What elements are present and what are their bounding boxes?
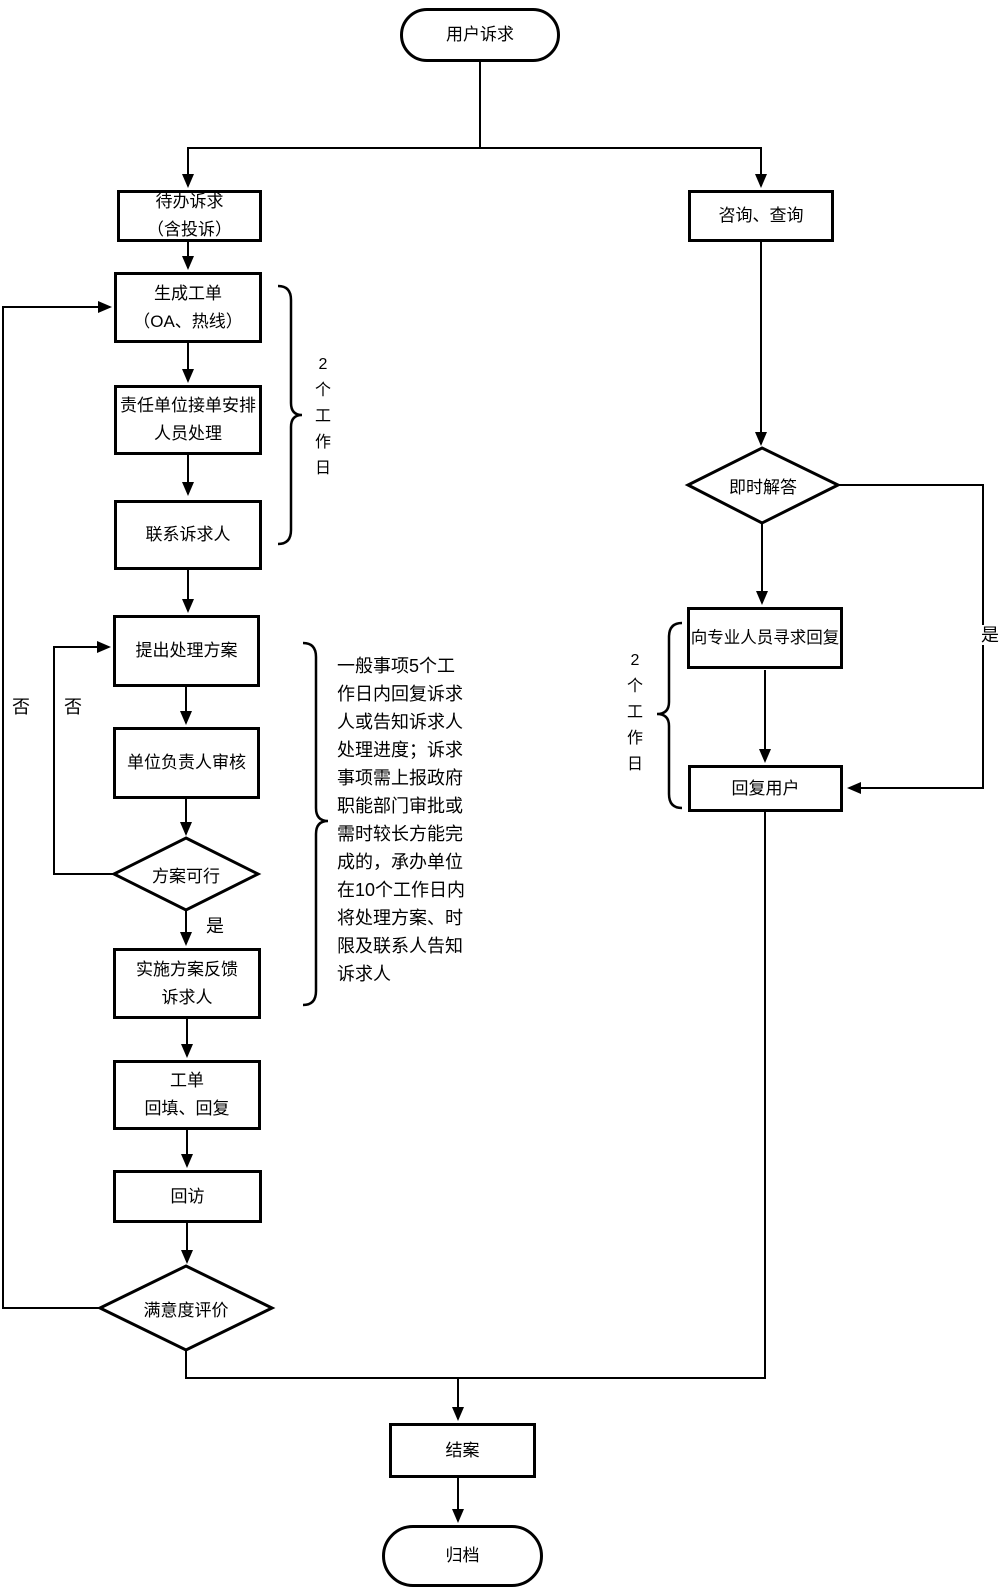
- node-seek-professional-reply: 向专业人员寻求回复: [687, 607, 843, 669]
- node-contact-requester: 联系诉求人: [114, 500, 262, 570]
- node-plan-feasible-label: 方案可行: [152, 866, 220, 886]
- brace-label-left-workdays: 2 个 工 作 日: [314, 356, 331, 477]
- plan-feasible-diamond-shape: [110, 836, 262, 912]
- edge-instant-yes: [838, 484, 984, 794]
- node-follow-up-visit: 回访: [113, 1170, 262, 1223]
- node-implement-feedback: 实施方案反馈 诉求人: [113, 948, 261, 1019]
- brace-right-workdays: [656, 621, 683, 810]
- node-assign-staff: 责任单位接单安排 人员处理: [114, 385, 262, 455]
- node-create-ticket: 生成工单 （OA、热线）: [114, 272, 262, 343]
- edge-satisfaction-no-loop: [2, 301, 112, 1309]
- node-satisfaction-review-label: 满意度评价: [143, 1300, 229, 1320]
- node-archive: 归档: [382, 1525, 543, 1587]
- brace-label-right-workdays: 2 个 工 作 日: [626, 652, 643, 773]
- instant-answer-diamond-shape: [684, 446, 842, 525]
- node-start: 用户诉求: [400, 8, 560, 62]
- node-consult-query: 咨询、查询: [688, 190, 834, 242]
- satisfaction-diamond-shape: [96, 1264, 276, 1352]
- edge-feasible-no-loop: [53, 641, 113, 875]
- brace-annotation: [302, 641, 329, 1007]
- node-instant-answer-label: 即时解答: [729, 477, 797, 497]
- edge-label-satisfaction-no: 否: [12, 697, 30, 717]
- edge-label-plan-feasible-no: 否: [64, 697, 82, 717]
- annotation-text: 一般事项5个工 作日内回复诉求 人或告知诉求人 处理进度；诉求 事项需上报政府 …: [337, 656, 466, 984]
- node-propose-plan: 提出处理方案: [113, 615, 260, 687]
- edge-label-instant-answer-yes: 是: [981, 625, 999, 645]
- node-reply-user: 回复用户: [688, 765, 843, 812]
- node-leader-review: 单位负责人审核: [113, 727, 260, 799]
- edge-merge-bottom: [185, 812, 766, 1379]
- edge-label-plan-feasible-yes: 是: [206, 916, 224, 936]
- node-pending-request: 待办诉求 （含投诉）: [117, 190, 262, 242]
- node-close-case: 结案: [389, 1423, 536, 1478]
- brace-left-workdays: [277, 284, 303, 546]
- node-ticket-reply: 工单 回填、回复: [113, 1060, 261, 1130]
